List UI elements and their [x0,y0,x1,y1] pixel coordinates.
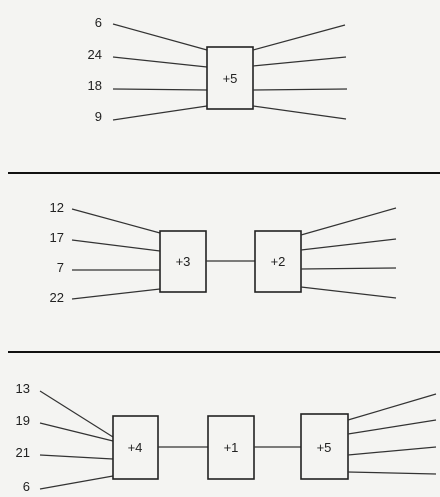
panel-2-input-2: 17 [50,230,64,245]
panel-1-machine-1-label: +5 [223,71,238,86]
panel-2-input-1: 12 [50,200,64,215]
panel-3-input-1: 13 [16,381,30,396]
panel-1-output-line-2 [252,56,347,67]
panel-1-input-line-4 [112,105,208,121]
panel-1-input-line-3 [112,88,208,91]
panel-2-input-4: 22 [50,290,64,305]
panel-2-output-line-4 [300,286,397,299]
panel-3-input-4: 6 [23,479,30,494]
panel-3-input-line-4 [39,475,114,490]
panel-1-input-4: 9 [95,109,102,124]
panel-1-output-line-3 [252,88,348,91]
panel-1-input-2: 24 [88,47,102,62]
panel-2: 12 17 7 22 +3 +2 [50,200,397,305]
panel-2-machine-2-label: +2 [271,254,286,269]
panel-2-input-line-1 [71,208,161,234]
panel-1-input-3: 18 [88,78,102,93]
panel-1-input-line-1 [112,23,208,51]
panel-3: 13 19 21 6 +4 +1 +5 [16,381,437,494]
panel-3-input-3: 21 [16,445,30,460]
panel-2-machine-2 [254,230,302,293]
panel-2-input-line-2 [71,239,161,252]
panel-3-output-line-3 [347,446,437,456]
panel-1: 6 24 18 9 +5 [88,15,348,124]
panel-2-output-line-3 [300,267,397,270]
panel-3-output-line-1 [347,393,437,421]
panel-2-input-line-4 [71,288,161,300]
panel-3-input-line-2 [39,422,114,442]
panel-2-input-3: 7 [57,260,64,275]
panel-2-output-line-2 [300,238,397,251]
panel-3-input-2: 19 [16,413,30,428]
panel-2-machine-1-label: +3 [176,254,191,269]
panel-1-machine-1 [206,46,254,110]
panel-3-output-line-2 [347,419,437,435]
panel-3-machine-2-label: +1 [224,440,239,455]
panel-1-output-line-4 [252,105,347,120]
panel-3-machine-3-label: +5 [317,440,332,455]
panel-3-output-line-4 [347,471,437,475]
panel-2-output-line-1 [300,207,397,236]
panel-3-machine-3 [300,413,349,480]
panel-3-machine-1-label: +4 [128,440,143,455]
panel-1-output-line-1 [252,24,346,51]
panel-1-input-1: 6 [95,15,102,30]
panel-1-input-line-2 [112,56,208,68]
panel-3-input-line-3 [39,454,114,460]
panel-3-input-line-1 [39,390,114,438]
